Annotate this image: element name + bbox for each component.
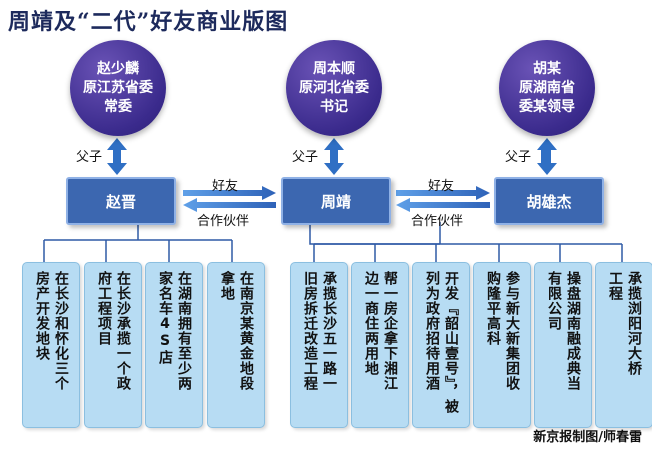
business-card-zhao-1: 在长沙和怀化三个 房产开发地块 [22,262,80,428]
partner-label-1: 合作伙伴 [197,214,250,229]
tree-lines-zhou [309,222,623,262]
business-card-zhou-3: 开发『韶山壹号』，被 列为政府招待用酒 [412,262,470,428]
business-card-zhou-5: 操盘湖南融成典当 有限公司 [534,262,592,428]
page-title: 周靖及“二代”好友商业版图 [8,9,289,35]
tree-lines-zhao [43,222,233,262]
credit-line: 新京报制图/师春雷 [533,430,642,445]
business-text: 参与新大新集团收 购隆平高科 [485,271,520,391]
father-label-zhou: 周本顺 原河北省委 书记 [299,60,369,115]
business-text: 操盘湖南融成典当 有限公司 [546,271,581,391]
father-label-hu: 胡某 原湖南省 委某领导 [519,60,575,115]
person-name-hu: 胡雄杰 [526,192,572,211]
business-text: 开发『韶山壹号』，被 列为政府招待用酒 [424,271,459,414]
friend-arrow-zhou-hu [396,186,490,212]
friend-arrow-zhao-zhou [183,186,276,212]
person-box-zhao: 赵晋 [66,177,176,225]
business-text: 在长沙和怀化三个 房产开发地块 [34,271,69,391]
business-card-zhou-1: 承揽长沙五一路一 旧房拆迁改造工程 [290,262,348,428]
person-name-zhou: 周靖 [320,192,351,211]
business-card-zhao-2: 在长沙承揽一个政 府工程项目 [84,262,142,428]
relation-label-hu: 父子 [505,150,532,165]
business-card-zhou-2: 帮一房企拿下湘江 边一商住两用地 [351,262,409,428]
business-text: 承揽长沙五一路一 旧房拆迁改造工程 [302,271,337,391]
business-card-zhao-3: 在湖南拥有至少两 家名车4S店 [145,262,203,428]
father-label-zhao: 赵少麟 原江苏省委 常委 [83,60,153,115]
business-text: 承揽浏阳河大桥 工程 [607,271,642,376]
person-box-hu: 胡雄杰 [494,177,604,225]
friend-label-2: 好友 [428,179,455,194]
partner-label-2: 合作伙伴 [411,214,464,229]
relation-label-zhou: 父子 [292,150,319,165]
person-name-zhao: 赵晋 [105,192,136,211]
friend-label-1: 好友 [212,179,239,194]
business-card-zhou-6: 承揽浏阳河大桥 工程 [595,262,652,428]
father-circle-zhou: 周本顺 原河北省委 书记 [286,40,382,136]
person-box-zhou: 周靖 [281,177,391,225]
business-text: 在湖南拥有至少两 家名车4S店 [157,271,192,391]
business-card-zhou-4: 参与新大新集团收 购隆平高科 [473,262,531,428]
father-son-arrow-zhou [324,138,344,175]
relation-label-zhao: 父子 [76,150,103,165]
business-text: 在长沙承揽一个政 府工程项目 [96,271,131,391]
father-circle-zhao: 赵少麟 原江苏省委 常委 [70,40,166,136]
business-text: 在南京某黄金地段 拿地 [219,271,254,391]
father-son-arrow-hu [537,138,557,175]
father-son-arrow-zhao [107,138,127,175]
father-circle-hu: 胡某 原湖南省 委某领导 [499,40,595,136]
business-text: 帮一房企拿下湘江 边一商住两用地 [363,271,398,391]
business-card-zhao-4: 在南京某黄金地段 拿地 [207,262,265,428]
